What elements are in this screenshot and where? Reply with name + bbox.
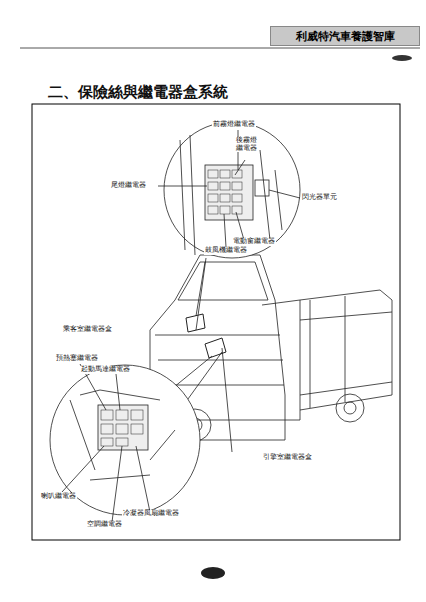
part-label: 冷凝器風扇繼電器 bbox=[122, 510, 180, 518]
part-label: 空調繼電器 bbox=[86, 521, 123, 529]
part-label: 乘客室繼電器盒 bbox=[62, 326, 113, 334]
part-label: 喇叭繼電器 bbox=[40, 493, 77, 501]
header-text: 利威特汽車養護智庫 bbox=[271, 29, 419, 44]
part-label: 後霧燈繼電器 bbox=[235, 137, 258, 152]
part-label: 鼓風機繼電器 bbox=[204, 247, 248, 255]
part-label: 電動窗繼電器 bbox=[232, 238, 276, 246]
part-label: 起動馬達繼電器 bbox=[80, 366, 131, 374]
part-label: 尾燈繼電器 bbox=[110, 182, 147, 190]
part-label: 預熱塞繼電器 bbox=[55, 355, 99, 363]
part-label: 引擎室繼電器盒 bbox=[262, 454, 313, 462]
page-title: 二、保險絲與繼電器盒系統 bbox=[48, 83, 228, 102]
part-label: 閃光器單元 bbox=[301, 194, 338, 202]
header-band: 利威特汽車養護智庫 bbox=[270, 26, 420, 46]
part-label: 前霧燈繼電器 bbox=[212, 121, 256, 129]
